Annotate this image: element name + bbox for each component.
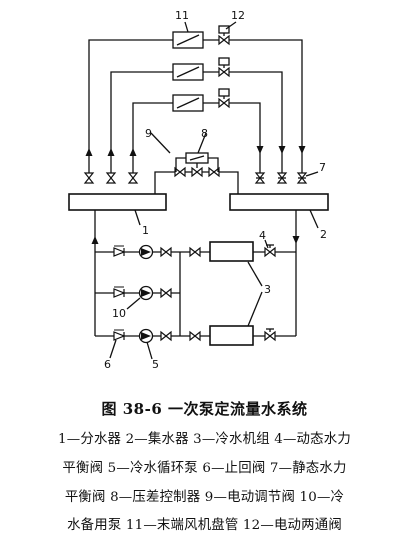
callout-12: 12 <box>231 9 245 22</box>
chiller-unit-1 <box>209 241 254 262</box>
callout-5: 5 <box>152 358 159 371</box>
leader-lines <box>109 21 319 360</box>
terminal-piping <box>88 39 303 194</box>
fan-coil-units <box>172 31 204 112</box>
static-balancing-valves <box>255 172 307 184</box>
callout-11: 11 <box>175 9 189 22</box>
legend-line-4: 水备用泵 11—末端风机盘管 12—电动两通阀 <box>67 518 342 533</box>
hydronic-system-diagram: 11 12 9 8 7 1 2 4 3 10 6 5 <box>68 9 329 371</box>
callout-labels: 11 12 9 8 7 1 2 4 3 10 6 5 <box>104 9 327 371</box>
callout-8: 8 <box>201 127 208 140</box>
callout-7: 7 <box>319 161 326 174</box>
bypass-control <box>174 152 220 177</box>
water-distributor <box>68 193 167 211</box>
legend-line-2: 平衡阀 5—冷水循环泵 6—止回阀 7—静态水力 <box>62 461 347 476</box>
legend-line-1: 1—分水器 2—集水器 3—冷水机组 4—动态水力 <box>58 432 351 447</box>
callout-9: 9 <box>145 127 152 140</box>
callout-4: 4 <box>259 229 266 242</box>
water-collector <box>229 193 329 211</box>
supply-valves <box>84 172 138 184</box>
callout-2: 2 <box>320 228 327 241</box>
callout-3: 3 <box>264 283 271 296</box>
legend-line-3: 平衡阀 8—压差控制器 9—电动调节阀 10—冷 <box>64 490 345 505</box>
callout-6: 6 <box>104 358 111 371</box>
callout-1: 1 <box>142 224 149 237</box>
two-way-valves <box>218 25 230 108</box>
pump-group <box>113 244 201 344</box>
figure-title: 图 38-6 一次泵定流量水系统 <box>101 400 308 418</box>
callout-10: 10 <box>112 307 126 320</box>
chiller-unit-2 <box>209 325 254 346</box>
